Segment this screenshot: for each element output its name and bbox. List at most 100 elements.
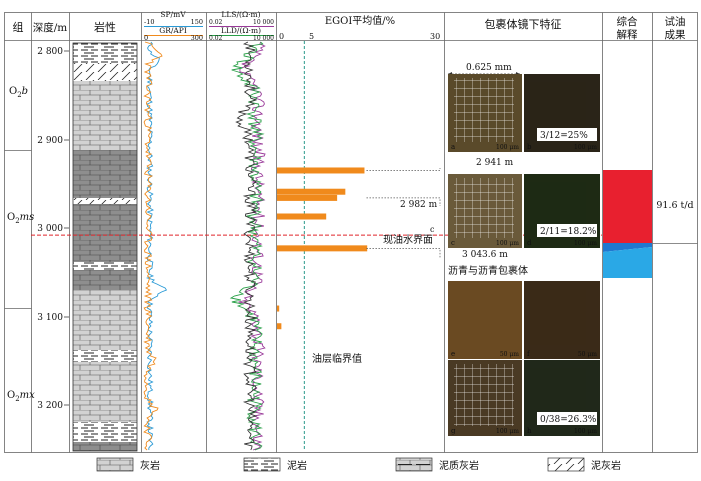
header-sp-min: -10 (144, 18, 154, 26)
header-egoi: EGOI平均值/% (325, 14, 395, 27)
panel-letter: g (451, 427, 456, 435)
header-depth: 深度/m (33, 21, 68, 34)
egoi-tick-5: 5 (309, 32, 314, 41)
egoi-bar (277, 167, 365, 174)
formation-o2mx: O2mx (7, 390, 35, 403)
header-lld: LLD/(Ω·m) (221, 26, 261, 35)
micrograph-texture (530, 289, 586, 345)
lld-curve (229, 41, 265, 451)
owc-label: 现油水界面 (383, 233, 433, 246)
egoi-bar (277, 188, 346, 195)
panel-letter: e (451, 350, 455, 358)
micrograph-panels: a 100 μm b 100 μm 3/12=25% c 100 μm d 100 μm 2/11… (448, 74, 600, 436)
egoi-bar (277, 305, 280, 312)
counting-grid (454, 78, 514, 142)
legend: 灰岩 泥岩 泥质灰岩 泥灰岩 (96, 457, 621, 472)
egoi-tick-30: 30 (430, 32, 440, 41)
leader-line (366, 168, 441, 171)
depth-3000: 3 000 (37, 224, 63, 234)
header-lithology: 岩性 (94, 20, 116, 34)
asphalt-label: 沥青与沥青包裹体 (448, 264, 528, 277)
ratio-label: 3/12=25% (540, 131, 588, 141)
scale-bar-label: 50 μm (578, 351, 597, 358)
legend-mudstone: 泥岩 (287, 459, 307, 472)
egoi-bar (277, 213, 327, 220)
ratio-box (537, 224, 597, 237)
callout-2982: 2 982 m (400, 200, 438, 210)
legend-argillaceous-limestone: 泥质灰岩 (439, 459, 479, 472)
sp-curve (145, 41, 168, 451)
gr-curve (143, 41, 163, 451)
sp-gr-logs (143, 41, 168, 451)
panel-letter: b (527, 143, 532, 151)
header-sp-max: 150 (191, 18, 203, 26)
depth-ticks: 2 800 2 900 3 000 3 100 3 200 (37, 47, 69, 411)
grain-size: 0.625 mm (466, 63, 512, 73)
panel-letter: h (527, 427, 532, 435)
marl-icon (547, 457, 585, 472)
legend-marl: 泥灰岩 (591, 459, 621, 472)
header-test: 试油成果 (665, 15, 686, 41)
header-lld-max: 10 000 (253, 35, 274, 42)
mudstone-icon (243, 457, 281, 472)
panel-letter: f (527, 350, 531, 358)
scale-bar-label: 100 μm (496, 144, 519, 151)
header-formation: 组 (13, 20, 24, 34)
formation-o2b: O2b (9, 86, 28, 99)
depth-2900: 2 900 (37, 136, 63, 146)
egoi-chart (31, 41, 602, 451)
ratio-label: 0/38=26.3% (540, 415, 597, 425)
transition-block (603, 243, 652, 252)
scale-bar-label: 100 μm (574, 240, 597, 247)
limestone-icon (96, 457, 134, 472)
counting-grid (454, 364, 514, 426)
header-gr: GR/API (159, 26, 187, 35)
header-inclusion: 包裹体镜下特征 (485, 17, 562, 31)
egoi-bar (277, 323, 282, 330)
egoi-bar (277, 245, 368, 252)
leader-line (366, 197, 441, 206)
scale-bar-label: 100 μm (574, 144, 597, 151)
c-label: c (430, 225, 435, 234)
depth-2800: 2 800 (37, 47, 63, 57)
depth-3200: 3 200 (37, 401, 63, 411)
counting-grid (454, 178, 514, 238)
water-layer-block (603, 247, 652, 278)
extra-curve (235, 41, 258, 451)
callout-2941: 2 941 m (476, 158, 514, 168)
panel-letter: d (527, 239, 532, 247)
callout-3043: 3 043.6 m (462, 250, 508, 260)
header-lls-max: 10 000 (253, 19, 274, 26)
depth-3100: 3 100 (37, 313, 63, 323)
panel-letter: c (451, 239, 455, 247)
ratio-box (537, 412, 597, 425)
scale-bar-label: 100 μm (574, 428, 597, 435)
header-interpretation: 综合解释 (617, 15, 638, 41)
lithology-column (72, 42, 138, 452)
panel-letter: a (451, 143, 455, 151)
header-lls-min: 0.02 (209, 19, 223, 26)
scale-bar-label: 50 μm (500, 351, 519, 358)
lls-lld-logs (229, 41, 266, 451)
header-gr-min: 0 (144, 34, 148, 42)
ratio-label: 2/11=18.2% (540, 227, 597, 237)
formation-o2ms: O2ms (7, 212, 34, 225)
oil-layer-block (603, 170, 652, 243)
ratio-box (537, 128, 597, 141)
table-frame (4, 12, 698, 453)
micrograph-texture (454, 289, 508, 345)
header-sp: SP/mV (160, 10, 186, 19)
scale-bar-label: 100 μm (496, 240, 519, 247)
test-result: 91.6 t/d (656, 200, 693, 211)
argillaceous-limestone-icon (395, 457, 433, 472)
scale-bar-label: 100 μm (496, 428, 519, 435)
header-gr-max: 300 (191, 34, 203, 42)
egoi-bar (277, 194, 338, 201)
legend-limestone: 灰岩 (140, 459, 160, 472)
egoi-tick-0: 0 (279, 32, 284, 41)
header-lld-min: 0.02 (209, 35, 223, 42)
header-lls: LLS/(Ω·m) (221, 10, 260, 19)
threshold-label: 油层临界值 (312, 352, 362, 365)
leader-line (366, 248, 441, 258)
